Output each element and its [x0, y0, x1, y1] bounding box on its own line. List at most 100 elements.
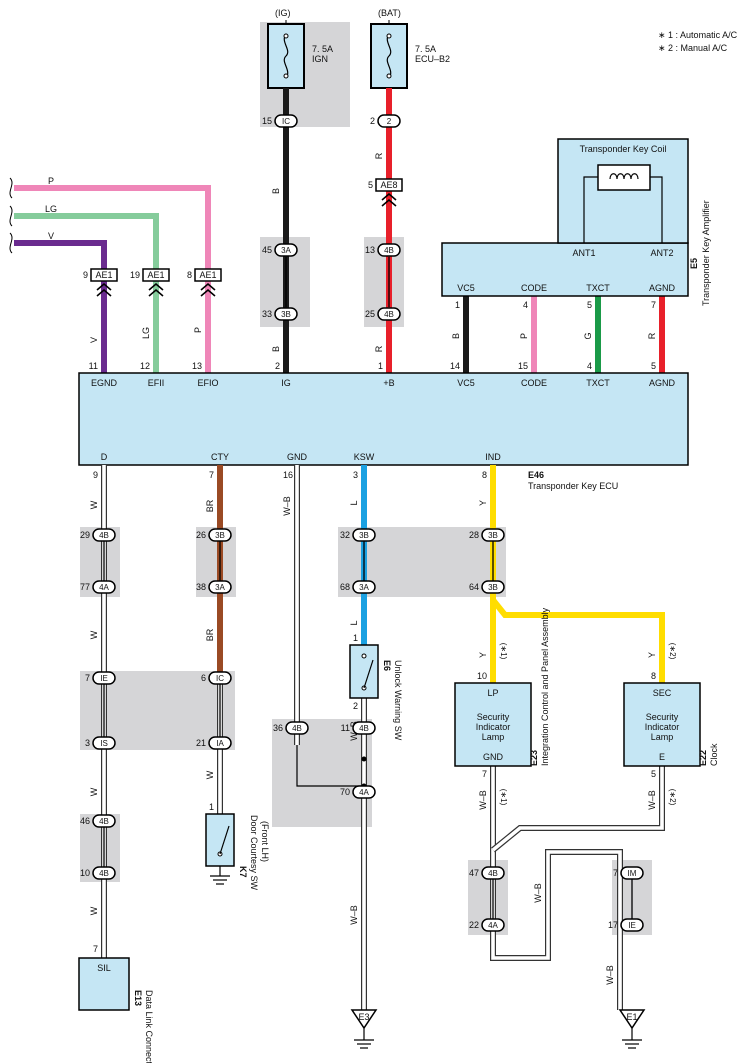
- svg-text:(BAT): (BAT): [378, 8, 401, 18]
- svg-text:4B: 4B: [384, 310, 394, 319]
- wire-break-marks: [9, 177, 13, 254]
- svg-text:B: B: [451, 333, 461, 339]
- svg-text:W–B: W–B: [533, 883, 543, 903]
- svg-text:ANT1: ANT1: [572, 248, 595, 258]
- svg-text:Clock: Clock: [709, 743, 719, 766]
- svg-text:7: 7: [651, 300, 656, 310]
- svg-text:BR: BR: [205, 499, 215, 512]
- svg-text:CODE: CODE: [521, 283, 547, 293]
- svg-text:W–B: W–B: [478, 790, 488, 810]
- svg-text:(IG): (IG): [275, 8, 291, 18]
- connector-pin-number: 2: [370, 116, 375, 126]
- svg-text:SEC: SEC: [653, 688, 672, 698]
- svg-text:E22: E22: [698, 750, 708, 766]
- svg-text:TXCT: TXCT: [586, 283, 610, 293]
- wires-top: [14, 88, 665, 373]
- svg-text:LP: LP: [487, 688, 498, 698]
- svg-text:CODE: CODE: [521, 378, 547, 388]
- connector-pin-number: 21: [196, 738, 206, 748]
- connector-pin-number: 10: [80, 868, 90, 878]
- svg-text:AE1: AE1: [147, 270, 164, 280]
- svg-text:+B: +B: [383, 378, 394, 388]
- ecu-b2-fuse: (BAT) 7. 5A ECU–B2: [370, 8, 450, 89]
- svg-text:9: 9: [83, 270, 88, 280]
- svg-text:IC: IC: [216, 674, 224, 683]
- connector-arrows: [103, 257, 633, 919]
- integration-control-panel: LP Security Indicator Lamp GND 10 7 E23 …: [454, 607, 550, 779]
- svg-text:Unlock Warning SW: Unlock Warning SW: [393, 660, 403, 741]
- svg-text:L: L: [349, 620, 359, 625]
- svg-text:14: 14: [450, 361, 460, 371]
- connector-im: IM7: [613, 866, 644, 880]
- connector-pin-number: 28: [469, 530, 479, 540]
- svg-text:3B: 3B: [281, 310, 291, 319]
- svg-text:2: 2: [275, 361, 280, 371]
- svg-text:Data Link Connector 3: Data Link Connector 3: [144, 990, 154, 1063]
- connector-ind_3b1: 3B 28: [469, 528, 505, 542]
- svg-text:ECU–B2: ECU–B2: [415, 54, 450, 64]
- svg-text:B: B: [271, 346, 281, 352]
- wire-color-labels: P LG V V LG P B B R R B P G R W BR W–B L…: [45, 152, 677, 985]
- svg-text:Security: Security: [477, 712, 510, 722]
- svg-text:8: 8: [482, 470, 487, 480]
- ecu-labels: EGND EFII EFIO IG +B VC5 CODE TXCT AGND …: [89, 361, 676, 491]
- svg-text:W–B: W–B: [349, 905, 359, 925]
- svg-text:3A: 3A: [281, 246, 291, 255]
- svg-text:5: 5: [651, 769, 656, 779]
- connector-pin-number: 47: [469, 868, 479, 878]
- svg-text:4B: 4B: [488, 869, 498, 878]
- coil-label: Transponder Key Coil: [580, 144, 667, 154]
- svg-text:3A: 3A: [215, 583, 225, 592]
- connector-ia: IA 21: [196, 736, 232, 750]
- connector-pin-number: 25: [365, 309, 375, 319]
- svg-text:AGND: AGND: [649, 378, 676, 388]
- connector-pin-number: 64: [469, 582, 479, 592]
- svg-text:EFIO: EFIO: [197, 378, 218, 388]
- svg-text:E3: E3: [358, 1012, 369, 1022]
- svg-text:4B: 4B: [359, 724, 369, 733]
- svg-text:W–B: W–B: [647, 790, 657, 810]
- svg-text:W: W: [205, 770, 215, 779]
- ign-fuse: (IG) 7. 5A IGN: [267, 8, 333, 89]
- svg-text:IA: IA: [216, 739, 224, 748]
- svg-text:11: 11: [89, 361, 98, 371]
- svg-text:EGND: EGND: [91, 378, 118, 388]
- svg-text:EFII: EFII: [148, 378, 165, 388]
- svg-text:P: P: [519, 333, 529, 339]
- svg-text:7. 5A: 7. 5A: [312, 44, 333, 54]
- svg-text:L: L: [349, 500, 359, 505]
- svg-text:3A: 3A: [359, 583, 369, 592]
- svg-text:3B: 3B: [488, 531, 498, 540]
- connector-pin-number: 11: [341, 723, 350, 733]
- svg-text:R: R: [374, 152, 384, 159]
- svg-text:Indicator: Indicator: [476, 722, 511, 732]
- svg-text:SIL: SIL: [97, 963, 111, 973]
- svg-text:R: R: [374, 345, 384, 352]
- connector-pin-number: 77: [80, 582, 90, 592]
- svg-text:4B: 4B: [292, 724, 302, 733]
- note-manual-ac: ∗ 2 : Manual A/C: [658, 43, 728, 53]
- ae8-connector: AE8 5: [368, 178, 403, 207]
- data-link-connector: SIL 7 E13 Data Link Connector 3: [78, 944, 154, 1063]
- svg-text:4: 4: [587, 361, 592, 371]
- ae1-connectors: AE1 9 AE1 19 AE1 8: [83, 268, 222, 297]
- connector-pin-number: 7: [85, 673, 90, 683]
- svg-text:E1: E1: [626, 1012, 637, 1022]
- connector-pin-number: 7: [613, 868, 618, 878]
- svg-text:Y: Y: [478, 652, 488, 658]
- svg-text:7: 7: [209, 470, 214, 480]
- svg-text:1: 1: [455, 300, 460, 310]
- connector-ic2: IC6: [201, 671, 232, 685]
- svg-text:E: E: [659, 752, 665, 762]
- svg-text:E13: E13: [133, 990, 143, 1006]
- svg-text:V: V: [89, 337, 99, 343]
- svg-text:Lamp: Lamp: [651, 732, 674, 742]
- svg-text:3B: 3B: [488, 583, 498, 592]
